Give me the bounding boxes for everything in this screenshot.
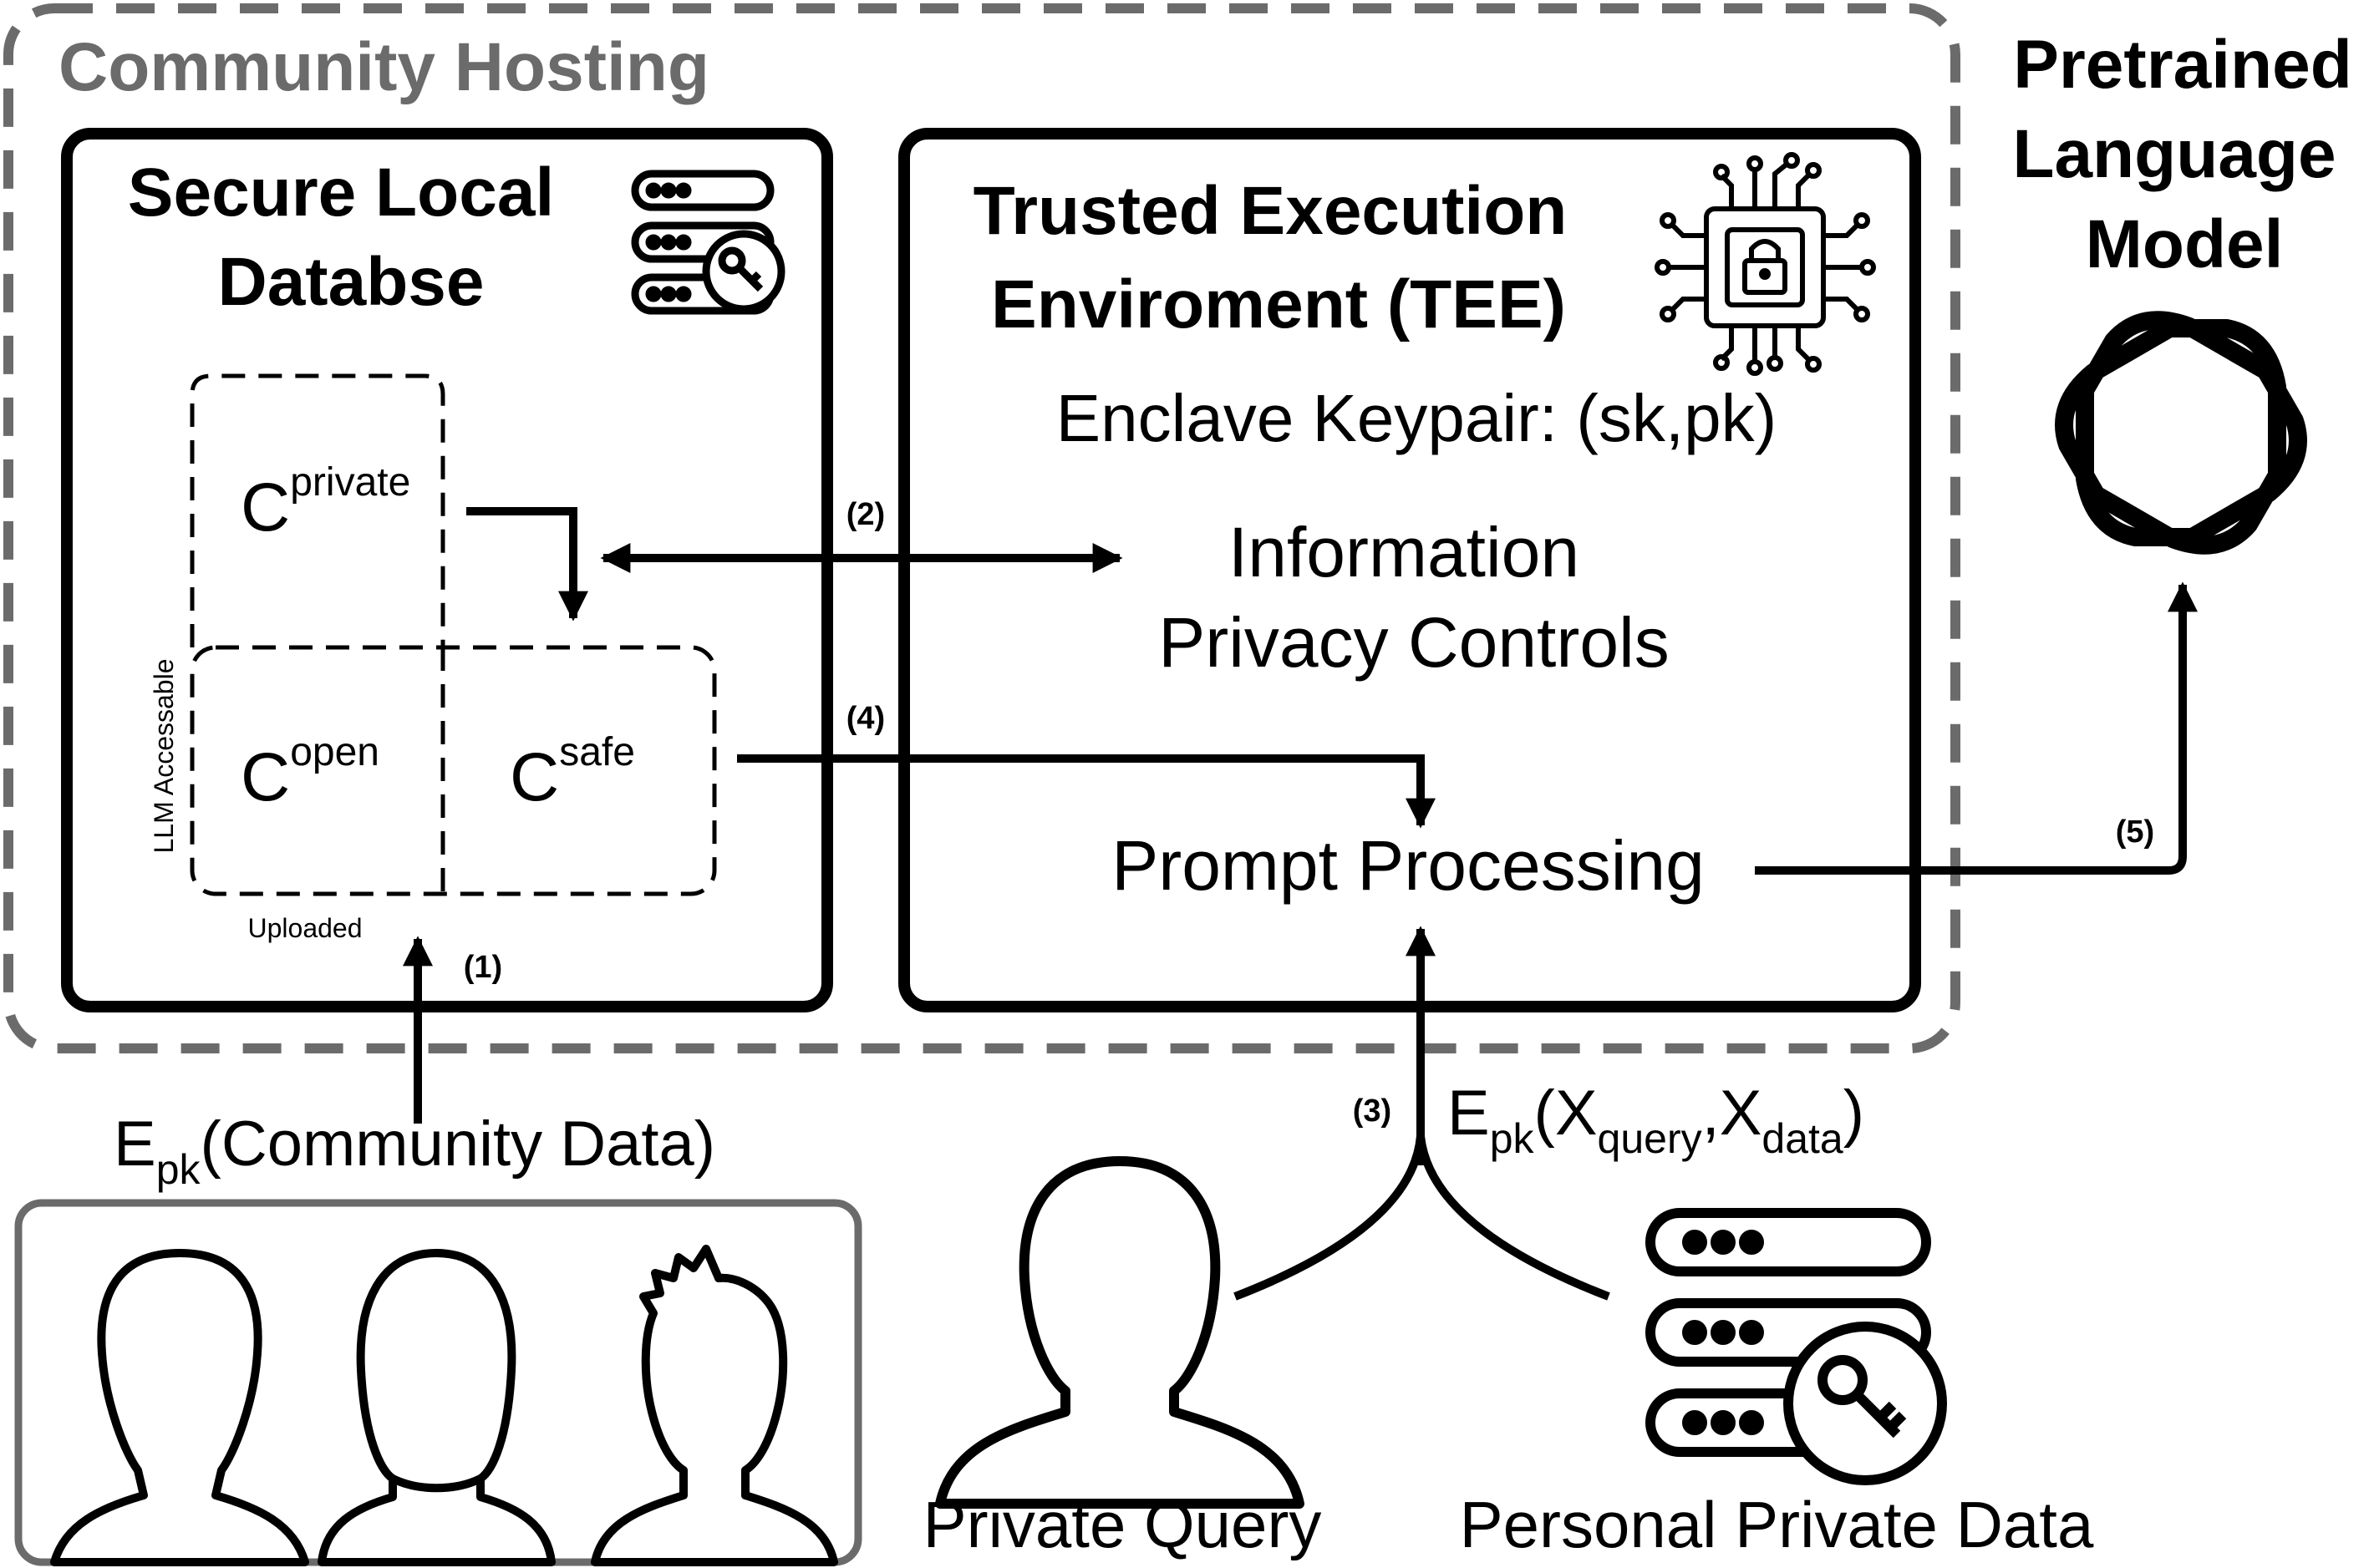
community-user-2-icon: [318, 1249, 556, 1566]
community-user-3-icon: [591, 1245, 838, 1566]
user-icon: [935, 1156, 1304, 1509]
community-users-icon: [14, 1199, 862, 1566]
llm-accessable-region: [190, 645, 717, 896]
c-private-region: [190, 373, 445, 647]
step-4-label: (4): [846, 701, 885, 736]
secure-local-database: Secure Local Databse Cprivate Copen Csaf…: [61, 128, 833, 1012]
prompt-processing: Prompt Processing: [1111, 826, 1705, 905]
step-2-label: (2): [846, 497, 885, 532]
arrow-prompt-to-plm: [1755, 581, 2198, 875]
user-payload-label: Epk(Xquery,Xdata): [1447, 1078, 1864, 1162]
private-query-label: Private Query: [923, 1488, 1322, 1561]
branch-personal-data: [1416, 1135, 1610, 1301]
uploaded-label: Uploaded: [248, 913, 363, 943]
branch-private-query: [1233, 1135, 1425, 1301]
secure-db-title-line1: Secure Local: [128, 155, 554, 231]
privacy-controls-line2: Privacy Controls: [1158, 603, 1670, 682]
c-safe: Csafe: [510, 730, 635, 815]
step-3-label: (3): [1353, 1094, 1391, 1129]
tee-title-line2: Enviroment (TEE): [991, 266, 1566, 343]
community-user-1-icon: [50, 1249, 309, 1566]
arrow-safe-to-prompt: [737, 754, 1436, 829]
enclave-keypair: Enclave Keypair: (sk,pk): [1056, 381, 1777, 455]
chip-lock-icon: [1655, 152, 1876, 376]
personal-data-label: Personal Private Data: [1460, 1488, 2094, 1561]
community-hosting-frame: [3, 3, 1960, 1053]
database-key-icon: [631, 170, 785, 315]
step-1-label: (1): [464, 950, 502, 985]
arrow-private-to-safe: [466, 507, 588, 622]
tee-title-line1: Trusted Execution: [974, 173, 1568, 249]
llm-accessable-label: LLM Accessable: [149, 658, 179, 853]
c-private: Cprivate: [241, 460, 410, 546]
plm-line1: Pretrained: [2013, 27, 2352, 103]
secure-db-title-line2: Databse: [217, 244, 484, 320]
trusted-execution-environment: Trusted Execution Enviroment (TEE) Encla…: [898, 128, 1921, 1012]
step-5-label: (5): [2116, 814, 2154, 850]
plm-line3: Model: [2086, 206, 2284, 282]
c-open: Copen: [241, 730, 379, 815]
openai-logo-icon: [2055, 311, 2307, 555]
personal-database-key-icon: [1645, 1208, 1947, 1485]
community-hosting-label: Community Hosting: [58, 29, 709, 105]
community-data-label: Epk(Community Data): [114, 1109, 715, 1193]
plm-line2: Language: [2012, 116, 2336, 192]
privacy-controls-line1: Information: [1228, 513, 1579, 591]
pretrained-language-model: Pretrained Language Model: [2012, 27, 2352, 555]
